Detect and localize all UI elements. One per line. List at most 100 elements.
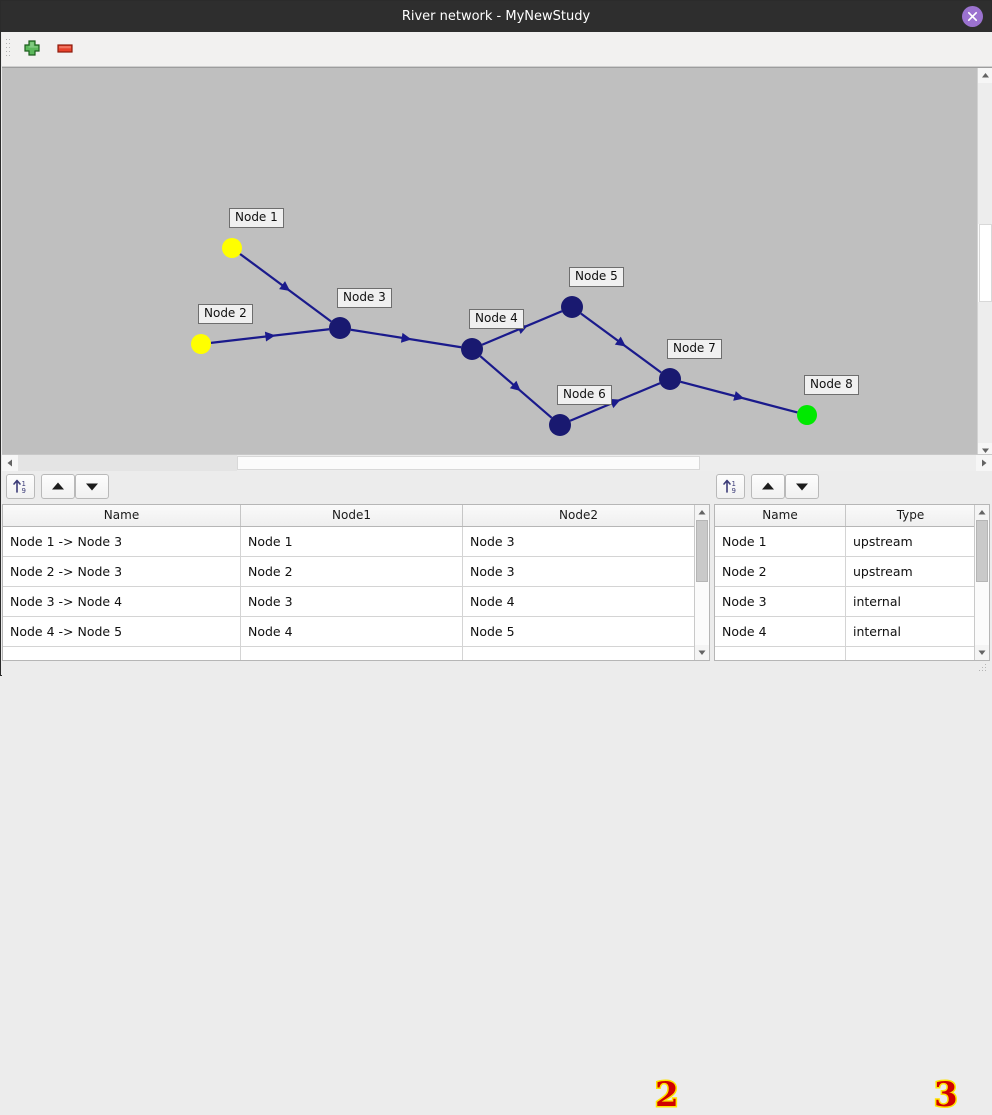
graph-node[interactable] [461, 338, 483, 360]
links-sort-button[interactable]: 1 9 [6, 474, 35, 499]
column-header[interactable]: Name [715, 505, 846, 526]
graph-node[interactable] [329, 317, 351, 339]
graph-node[interactable] [797, 405, 817, 425]
toolbar-grip[interactable] [6, 39, 11, 59]
nodes-sort-button[interactable]: 1 9 [716, 474, 745, 499]
svg-text:1: 1 [22, 480, 26, 488]
close-icon[interactable] [962, 6, 983, 27]
scroll-track-upper[interactable] [978, 83, 992, 224]
table-cell[interactable] [463, 647, 695, 660]
window-resize-grip[interactable] [979, 664, 987, 672]
table-cell[interactable]: Node 2 [715, 557, 846, 586]
graph-node-label[interactable]: Node 5 [569, 267, 624, 287]
graph-node[interactable] [222, 238, 242, 258]
table-cell[interactable]: Node 4 [463, 587, 695, 616]
graph-node-label[interactable]: Node 7 [667, 339, 722, 359]
table-cell[interactable]: Node 3 [463, 557, 695, 586]
graph-node-label[interactable]: Node 8 [804, 375, 859, 395]
hscroll-track-left[interactable] [18, 455, 237, 471]
graph-horizontal-scrollbar[interactable] [2, 454, 992, 471]
links-move-down-button[interactable] [75, 474, 109, 499]
main-toolbar [2, 32, 992, 67]
table-empty-row[interactable] [3, 647, 709, 660]
table-cell[interactable]: Node 1 -> Node 3 [3, 527, 241, 556]
nodes-move-down-button[interactable] [785, 474, 819, 499]
graph-node-label[interactable]: Node 1 [229, 208, 284, 228]
scroll-track-lower[interactable] [978, 302, 992, 443]
hscroll-thumb[interactable] [237, 456, 700, 470]
table-cell[interactable] [715, 647, 846, 660]
column-header[interactable]: Node2 [463, 505, 695, 526]
nodes-scroll-down-arrow-icon[interactable] [975, 645, 989, 660]
table-cell[interactable]: Node 2 -> Node 3 [3, 557, 241, 586]
graph-node-label[interactable]: Node 2 [198, 304, 253, 324]
graph-node-label[interactable]: Node 3 [337, 288, 392, 308]
add-node-icon[interactable] [19, 36, 45, 62]
graph-node[interactable] [659, 368, 681, 390]
nodes-scroll-up-arrow-icon[interactable] [975, 505, 989, 520]
links-scroll-up-arrow-icon[interactable] [695, 505, 709, 520]
scroll-thumb[interactable] [979, 224, 992, 302]
title-bar: River network - MyNewStudy [1, 1, 991, 32]
links-table-scrollbar[interactable] [694, 505, 709, 660]
graph-node-label[interactable]: Node 4 [469, 309, 524, 329]
graph-panel[interactable]: Node 1 Node 2 Node 3 Node 4 Node 5 Node 6 Node… [2, 67, 992, 457]
column-header[interactable]: Type [846, 505, 976, 526]
table-cell[interactable]: upstream [846, 557, 976, 586]
graph-node-label[interactable]: Node 6 [557, 385, 612, 405]
scroll-down-arrow-icon[interactable] [978, 443, 992, 457]
table-cell[interactable] [3, 647, 241, 660]
table-empty-row[interactable] [715, 647, 989, 660]
graph-edge-arrow-icon [509, 380, 521, 392]
table-cell[interactable]: Node 5 [463, 617, 695, 646]
graph-node[interactable] [549, 414, 571, 436]
delete-node-icon[interactable] [52, 36, 78, 62]
table-cell[interactable]: Node 1 [241, 527, 463, 556]
svg-text:9: 9 [732, 487, 736, 495]
scroll-up-arrow-icon[interactable] [978, 68, 992, 83]
table-cell[interactable]: Node 3 [715, 587, 846, 616]
annotation-2: 2 [654, 1075, 681, 1115]
scroll-left-arrow-icon[interactable] [2, 455, 18, 471]
table-cell[interactable]: Node 4 -> Node 5 [3, 617, 241, 646]
table-cell[interactable]: Node 3 [463, 527, 695, 556]
column-header[interactable]: Node1 [241, 505, 463, 526]
nodes-table-scrollbar[interactable] [974, 505, 989, 660]
column-header[interactable]: Name [3, 505, 241, 526]
nodes-move-up-button[interactable] [751, 474, 785, 499]
nodes-scroll-thumb[interactable] [976, 520, 988, 582]
table-cell[interactable]: upstream [846, 527, 976, 556]
table-cell[interactable]: internal [846, 617, 976, 646]
graph-edge-arrow-icon [279, 281, 291, 292]
links-scroll-thumb[interactable] [696, 520, 708, 582]
table-cell[interactable]: Node 4 [715, 617, 846, 646]
table-cell[interactable]: Node 2 [241, 557, 463, 586]
network-graph[interactable] [2, 68, 977, 457]
graph-node[interactable] [561, 296, 583, 318]
links-move-up-button[interactable] [41, 474, 75, 499]
table-cell[interactable] [846, 647, 976, 660]
graph-vertical-scrollbar[interactable] [977, 68, 992, 457]
table-cell[interactable] [241, 647, 463, 660]
table-cell[interactable]: internal [846, 587, 976, 616]
graph-node[interactable] [191, 334, 211, 354]
table-cell[interactable]: Node 3 [241, 587, 463, 616]
table-cell[interactable]: Node 3 -> Node 4 [3, 587, 241, 616]
scroll-right-arrow-icon[interactable] [976, 455, 992, 471]
links-scroll-down-arrow-icon[interactable] [695, 645, 709, 660]
table-cell[interactable]: Node 4 [241, 617, 463, 646]
table-cell[interactable]: Node 1 [715, 527, 846, 556]
